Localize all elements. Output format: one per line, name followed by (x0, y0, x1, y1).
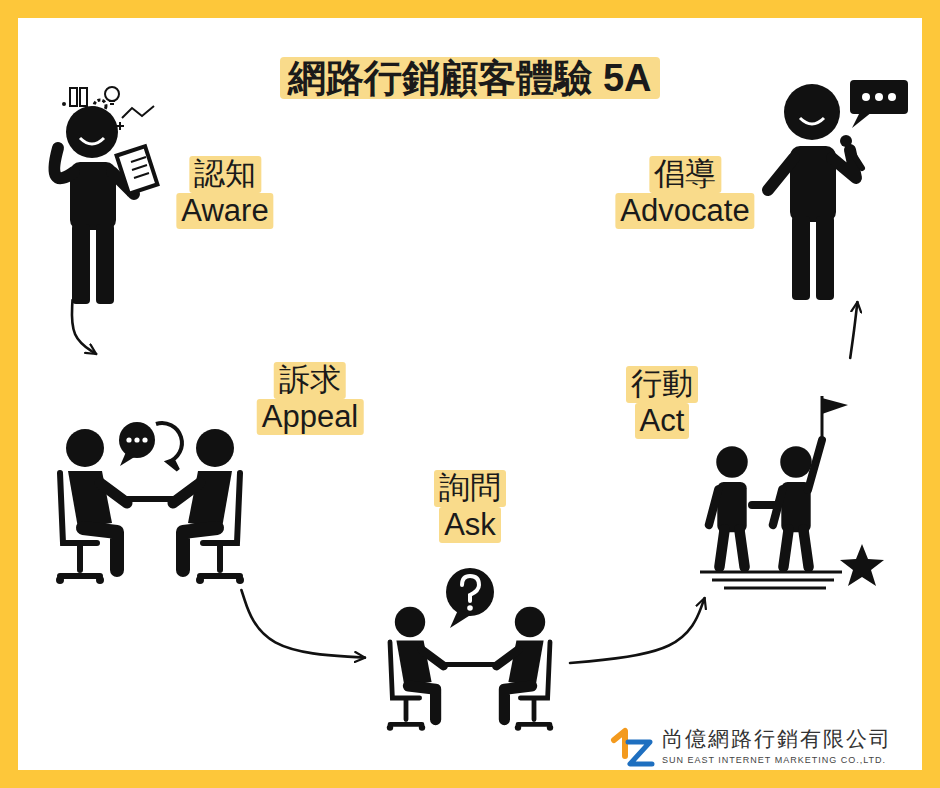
company-name: 尚億網路行銷有限公司 (662, 727, 892, 750)
stage-node: 倡導Advocate (595, 75, 915, 302)
stage-label: 詢問Ask (434, 470, 506, 543)
stage-label: 行動Act (626, 366, 698, 439)
stage-label: 訴求Appeal (257, 362, 364, 435)
stage-name-zh: 倡導 (649, 156, 721, 193)
diagram-title: 網路行銷顧客體驗 5A (280, 57, 659, 99)
stage-name-en: Act (635, 403, 690, 440)
stage-name-zh: 訴求 (274, 362, 346, 399)
flow-arrow (72, 300, 96, 354)
stage-name-zh: 行動 (626, 366, 698, 403)
stage-name-en: Advocate (615, 193, 754, 230)
stage-node: 行動Act (615, 358, 895, 598)
stage-node: 詢問Ask (365, 462, 570, 730)
stage-node: 認知Aware (40, 78, 290, 300)
logo-mark (614, 731, 652, 764)
ask-figure (387, 568, 553, 731)
company-name-en: SUN EAST INTERNET MARKETING CO.,LTD. (662, 756, 886, 766)
stage-node: 訴求Appeal (50, 354, 380, 590)
flow-arrow (241, 590, 365, 658)
flow-arrow (850, 302, 857, 358)
stage-name-zh: 認知 (189, 156, 261, 193)
appeal-figure (56, 422, 244, 584)
act-figure (700, 396, 884, 588)
flow-arrow (570, 598, 705, 663)
stage-name-en: Appeal (257, 399, 364, 436)
stage-label: 認知Aware (176, 156, 273, 229)
stage-name-zh: 詢問 (434, 470, 506, 507)
advocate-figure (768, 80, 908, 300)
stage-name-en: Aware (176, 193, 273, 230)
title-block: 網路行銷顧客體驗 5A (280, 52, 660, 106)
stage-name-en: Ask (439, 507, 501, 544)
stage-label: 倡導Advocate (615, 156, 754, 229)
aware-figure (54, 87, 157, 304)
